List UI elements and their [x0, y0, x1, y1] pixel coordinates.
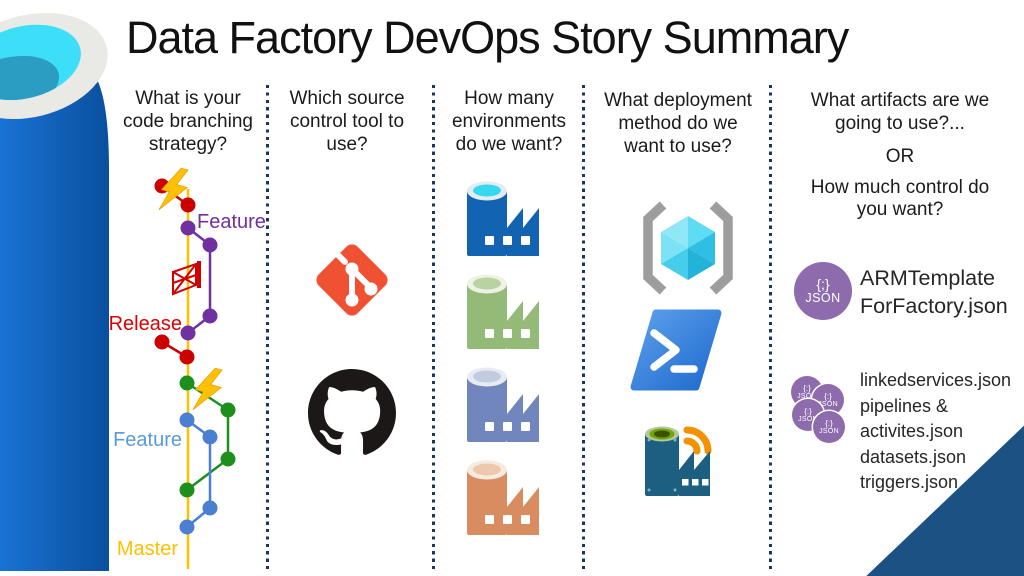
factory-icon-blue	[467, 181, 539, 256]
json-badge-large: {;} JSON	[794, 262, 852, 320]
arm-template-icon	[643, 201, 733, 295]
release-gate-icon	[172, 261, 201, 296]
factory-icon-green	[467, 274, 539, 349]
question-artifacts-line1: What artifacts are we going to use?...	[810, 90, 990, 134]
question-artifacts-line2: How much control do you want?	[810, 176, 990, 221]
file-list-item: datasets.json	[860, 446, 967, 467]
question-deployment: What deployment method do we want to use…	[604, 90, 752, 157]
question-branching: What is your code branching strategy?	[123, 88, 253, 155]
question-artifacts-or: OR	[885, 145, 915, 167]
file-list-item: triggers.json	[860, 472, 959, 493]
column-separator-1	[266, 85, 269, 572]
github-icon	[308, 369, 396, 455]
file-list-item: pipelines &	[860, 395, 949, 416]
json-braces-glyph: {:}	[824, 391, 832, 401]
question-source-control: Which source control tool to use?	[289, 88, 405, 155]
json-label: JSON	[805, 290, 841, 305]
question-artifacts: What artifacts are we going to use?... O…	[776, 90, 1024, 222]
label-master: Master	[117, 538, 178, 560]
json-braces-glyph: {:}	[803, 383, 811, 393]
page-title: Data Factory DevOps Story Summary	[126, 12, 849, 63]
json-label: JSON	[797, 392, 817, 400]
json-braces-glyph: {:}	[804, 406, 812, 416]
label-feature-purple: Feature	[197, 211, 266, 233]
lightning-bolt-icon	[158, 167, 189, 210]
artifact-file-list: linkedservices.json pipelines & activite…	[860, 368, 1024, 496]
column-separator-2	[432, 85, 435, 572]
git-icon	[316, 244, 388, 316]
column-separator-3	[582, 85, 585, 572]
file-list-item: activites.json	[860, 421, 964, 442]
label-feature-blue: Feature	[113, 429, 182, 451]
column-separator-4	[769, 85, 772, 572]
adf-trigger-icon	[645, 426, 712, 496]
json-label: JSON	[818, 400, 838, 408]
lightning-bolt-icon	[192, 367, 223, 410]
file-list-item: linkedservices.json	[860, 370, 1012, 390]
powershell-icon	[630, 309, 722, 391]
data-factory-cylinder-graphic	[0, 12, 109, 572]
json-label: JSON	[798, 415, 818, 423]
label-release: Release	[109, 313, 182, 335]
arm-template-filename: ARMTemplate ForFactory.json	[860, 266, 1008, 318]
git-branching-diagram: Feature Release Feature Master	[109, 167, 266, 569]
json-label: JSON	[819, 427, 839, 435]
json-braces-glyph: {:}	[825, 418, 833, 428]
json-braces-glyph: {;}	[816, 276, 830, 293]
factory-icon-slate	[467, 367, 539, 442]
question-environments: How many environments do we want?	[451, 88, 567, 155]
factory-icon-orange	[467, 460, 539, 535]
json-badge-small: {:} JSON	[813, 411, 845, 443]
